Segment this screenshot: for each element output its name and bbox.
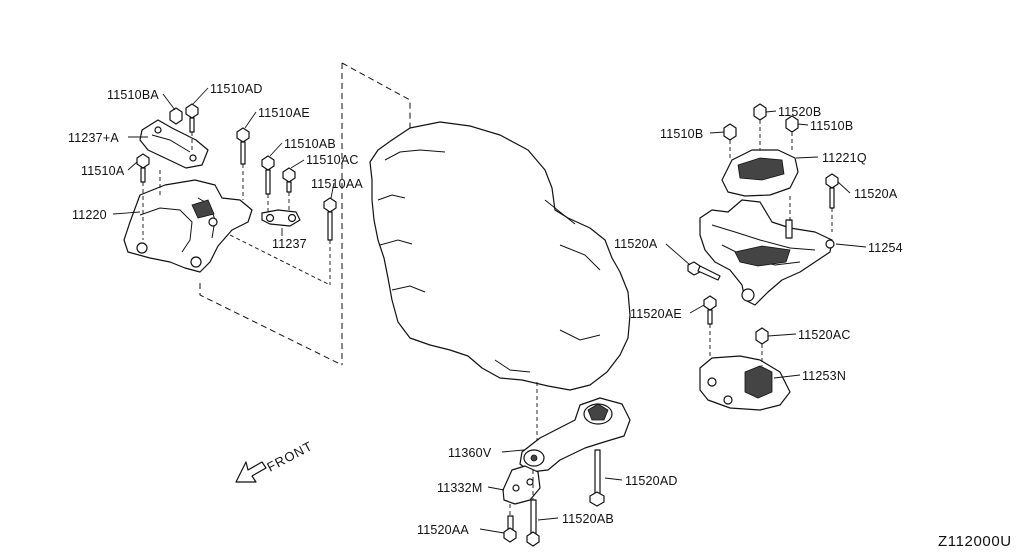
label-11520B: 11520B: [778, 105, 821, 119]
label-11332M: 11332M: [437, 481, 482, 495]
engine-outline-dashed: [341, 62, 411, 128]
label-11510BA: 11510BA: [107, 88, 159, 102]
label-11520AA: 11520AA: [417, 523, 469, 537]
label-11510AC: 11510AC: [306, 153, 359, 167]
nut-11510B-left: [723, 123, 737, 141]
label-11221Q: 11221Q: [822, 151, 867, 165]
label-11510A: 11510A: [81, 164, 125, 178]
label-11510AE: 11510AE: [258, 106, 310, 120]
torque-rod-11360V: [519, 397, 631, 473]
label-11520A-left: 11520A: [614, 237, 658, 251]
nut-11520B: [753, 103, 767, 121]
insulator-11221Q: [721, 149, 799, 239]
label-11253N: 11253N: [802, 369, 846, 383]
mount-11253N: [699, 355, 791, 411]
bolt-11510AB: [261, 155, 275, 195]
bracket-11237-a: [139, 119, 209, 169]
bolt-11510AA: [323, 197, 337, 241]
diagram-code: Z112000U: [938, 533, 1012, 550]
bolt-11520AD: [589, 449, 605, 507]
label-11520A-right: 11520A: [854, 187, 898, 201]
bolt-11520A-left: [687, 261, 721, 281]
bolt-11510BA: [169, 107, 183, 125]
label-11220: 11220: [72, 208, 107, 222]
bolt-11520AE: [703, 295, 717, 325]
front-direction-arrow: FRONT: [235, 438, 315, 483]
label-11510B-right: 11510B: [810, 119, 853, 133]
front-label: FRONT: [264, 438, 315, 475]
label-11360V: 11360V: [448, 446, 492, 460]
label-11510AB: 11510AB: [284, 137, 336, 151]
label-11510AA: 11510AA: [311, 177, 363, 191]
washer-11237: [261, 209, 301, 227]
bolt-11520A-right: [825, 173, 839, 209]
bolt-11510AC: [282, 167, 296, 193]
bolt-11510AD: [185, 103, 199, 133]
left-engine-mount-11220: [123, 179, 253, 273]
bracket-11332M: [502, 465, 541, 505]
bolt-11510A: [136, 153, 150, 183]
callout-labels: 11510BA 11510AD 11510AE 11237+A 11510AB …: [68, 82, 903, 537]
label-11520AD: 11520AD: [625, 474, 678, 488]
label-11520AB: 11520AB: [562, 512, 614, 526]
bolt-11520AB: [526, 499, 540, 547]
bolt-11520AA: [503, 515, 517, 543]
left-guide-bottom: [199, 283, 343, 366]
bolt-11510AE: [236, 127, 250, 165]
label-11254: 11254: [868, 241, 903, 255]
engine-block: [369, 121, 631, 391]
label-11510B-left: 11510B: [660, 127, 703, 141]
label-11520AE: 11520AE: [630, 307, 682, 321]
label-11510AD: 11510AD: [210, 82, 263, 96]
nut-11510B-right: [785, 115, 799, 133]
leader-lines: [112, 87, 867, 534]
bolt-11520AC: [755, 327, 769, 345]
label-11237: 11237: [272, 237, 307, 251]
right-mount-bracket-11254: [699, 199, 835, 306]
label-11520AC: 11520AC: [798, 328, 851, 342]
label-11237A: 11237+A: [68, 131, 119, 145]
left-guide-mid: [229, 234, 331, 286]
